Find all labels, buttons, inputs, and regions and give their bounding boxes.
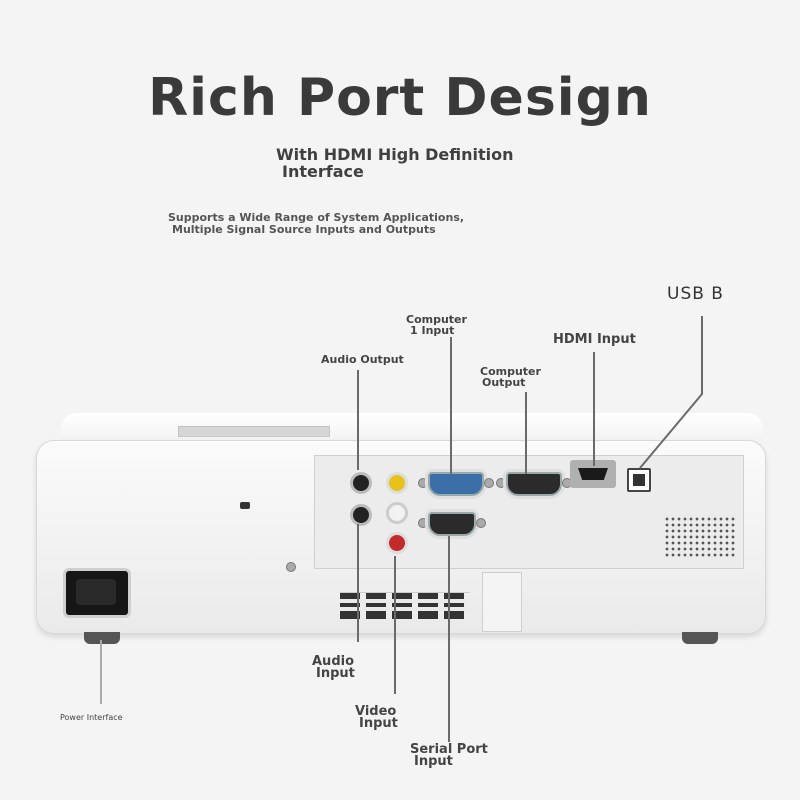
callout-line-computer-output [525,392,527,474]
serial-port-icon [428,512,476,536]
serial-port-input-label: Serial Port Input [410,742,488,769]
rear-bracket [482,572,522,632]
computer-output-label: Computer Output [480,366,541,388]
vga-port-icon [428,472,484,496]
callout-line-power [100,640,102,704]
computer-output-label-line-2: Output [482,376,526,389]
projector-foot-left [84,632,120,644]
hdmi-input-label: HDMI Input [553,332,636,347]
callout-line-hdmi [593,352,595,466]
port-screw-icon [418,518,428,528]
power-interface-label: Power Interface [60,713,123,722]
description-line-2: Multiple Signal Source Inputs and Output… [172,223,436,236]
callout-line-audio-output [357,370,359,470]
vga-port-icon [506,472,562,496]
usb-b-port-icon [627,468,651,492]
computer-1-input-label-line-2: 1 Input [410,324,455,337]
rca-jack-icon [386,532,408,554]
video-input-label-line-1: Video [355,704,397,719]
audio-output-label: Audio Output [321,353,404,366]
usb-b-label: USB B [667,284,724,304]
audio-input-label-line-2: Input [316,666,355,681]
port-screw-icon [476,518,486,528]
callout-line-computer-1 [450,337,452,475]
callout-line-serial-port [448,536,450,742]
serial-port-input-label-line-2: Input [414,754,453,769]
vent-divider [340,607,470,611]
video-input-label-line-2: Input [359,716,398,731]
callout-line-usb-b [639,316,703,469]
rca-jack-icon [386,472,408,494]
audio-jack-icon [350,472,372,494]
page-title: Rich Port Design [148,68,652,128]
projector-foot-right [682,632,718,644]
computer-1-input-label: Computer 1 Input [406,314,467,336]
power-socket-pins [76,579,116,605]
audio-input-label: Audio Input [312,654,355,681]
panel-screw-icon [286,562,296,572]
port-screw-icon [496,478,506,488]
callout-line-audio-input [357,524,359,642]
power-socket-icon [63,568,131,618]
port-screw-icon [484,478,494,488]
projector-top-label [178,426,330,437]
audio-jack-icon [350,504,372,526]
subtitle-line-2: Interface [282,162,364,181]
kensington-lock-icon [240,502,250,509]
video-input-label: Video Input [355,704,398,731]
callout-line-video-input [394,556,396,694]
audio-input-label-line-1: Audio [312,654,355,669]
speaker-grille-icon [664,516,736,558]
description-line-1: Supports a Wide Range of System Applicat… [168,211,465,224]
serial-port-input-label-line-1: Serial Port [410,742,488,757]
vent-divider [340,599,470,603]
vent-grille [340,592,470,619]
computer-1-input-label-line-1: Computer [406,313,467,326]
rca-jack-icon [386,502,408,524]
subtitle: With HDMI High Definition Interface [276,146,576,180]
computer-output-label-line-1: Computer [480,365,541,378]
subtitle-line-1: With HDMI High Definition [276,145,514,164]
usb-b-core [633,474,645,486]
hdmi-slot [578,468,608,480]
description: Supports a Wide Range of System Applicat… [168,212,508,236]
port-screw-icon [418,478,428,488]
